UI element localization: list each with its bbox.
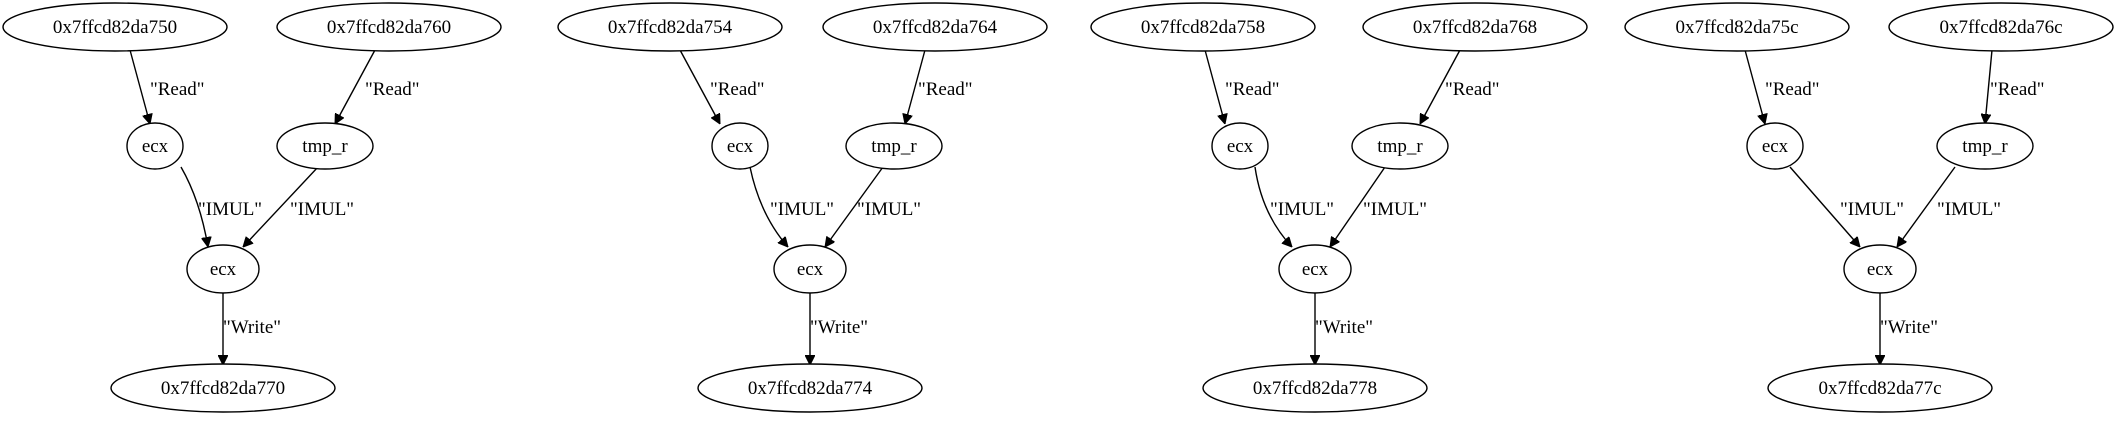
graph-3: "Read" "Read" "IMUL" "IMUL" "Write" 0x7f… bbox=[1090, 2, 1588, 413]
edge-label-read-2b: "Read" bbox=[918, 79, 973, 100]
node-reg-a: ecx bbox=[1211, 122, 1269, 170]
node-reg-out: ecx bbox=[186, 244, 260, 294]
svg-text:0x7ffcd82da750: 0x7ffcd82da750 bbox=[53, 17, 177, 38]
node-reg-a: ecx bbox=[1746, 122, 1804, 170]
node-src-a: 0x7ffcd82da758 bbox=[1090, 2, 1316, 52]
node-dst: 0x7ffcd82da77c bbox=[1767, 363, 1993, 413]
svg-text:0x7ffcd82da764: 0x7ffcd82da764 bbox=[873, 17, 998, 38]
svg-text:0x7ffcd82da754: 0x7ffcd82da754 bbox=[608, 17, 733, 38]
svg-text:0x7ffcd82da75c: 0x7ffcd82da75c bbox=[1675, 17, 1798, 38]
edge-imul-2a bbox=[749, 166, 788, 247]
edge-read-4b bbox=[1985, 49, 1993, 124]
svg-text:ecx: ecx bbox=[210, 259, 237, 280]
svg-text:0x7ffcd82da770: 0x7ffcd82da770 bbox=[161, 378, 285, 399]
node-dst: 0x7ffcd82da778 bbox=[1202, 363, 1428, 413]
edge-imul-1a bbox=[180, 166, 208, 247]
edge-read-4a bbox=[1744, 49, 1765, 124]
node-dst: 0x7ffcd82da770 bbox=[110, 363, 336, 413]
edge-label-write-1: "Write" bbox=[223, 317, 281, 338]
edge-label-imul-1b: "IMUL" bbox=[290, 199, 354, 220]
edge-label-read-4a: "Read" bbox=[1765, 79, 1820, 100]
node-reg-a: ecx bbox=[126, 122, 184, 170]
node-reg-out: ecx bbox=[1843, 244, 1917, 294]
edge-label-read-2a: "Read" bbox=[710, 79, 765, 100]
edge-label-read-1a: "Read" bbox=[150, 79, 205, 100]
edge-read-3a bbox=[1204, 49, 1225, 124]
node-reg-b: tmp_r bbox=[1936, 122, 2034, 170]
svg-text:ecx: ecx bbox=[142, 136, 169, 157]
svg-text:0x7ffcd82da774: 0x7ffcd82da774 bbox=[748, 378, 873, 399]
node-src-b: 0x7ffcd82da768 bbox=[1362, 2, 1588, 52]
node-src-a: 0x7ffcd82da750 bbox=[2, 2, 228, 52]
edge-label-imul-1a: "IMUL" bbox=[198, 199, 262, 220]
edge-read-3b bbox=[1419, 49, 1461, 124]
svg-text:ecx: ecx bbox=[797, 259, 824, 280]
graph-4: "Read" "Read" "IMUL" "IMUL" "Write" 0x7f… bbox=[1624, 2, 2114, 413]
edge-label-imul-2b: "IMUL" bbox=[857, 199, 921, 220]
node-dst: 0x7ffcd82da774 bbox=[697, 363, 923, 413]
edge-read-1a bbox=[129, 49, 150, 124]
edge-read-2b bbox=[905, 49, 926, 124]
svg-text:0x7ffcd82da778: 0x7ffcd82da778 bbox=[1253, 378, 1377, 399]
edge-label-read-4b: "Read" bbox=[1990, 79, 2045, 100]
node-reg-a: ecx bbox=[711, 122, 769, 170]
svg-text:ecx: ecx bbox=[727, 136, 754, 157]
node-reg-out: ecx bbox=[1278, 244, 1352, 294]
edge-label-read-1b: "Read" bbox=[365, 79, 420, 100]
svg-text:tmp_r: tmp_r bbox=[1962, 136, 2008, 157]
graph-1: "Read" "Read" "IMUL" "IMUL" "Write" 0x7f… bbox=[2, 2, 502, 413]
edge-read-2a bbox=[679, 49, 721, 124]
svg-text:0x7ffcd82da758: 0x7ffcd82da758 bbox=[1141, 17, 1265, 38]
edge-label-imul-2a: "IMUL" bbox=[770, 199, 834, 220]
svg-text:0x7ffcd82da768: 0x7ffcd82da768 bbox=[1413, 17, 1537, 38]
node-src-b: 0x7ffcd82da764 bbox=[822, 2, 1048, 52]
edge-label-read-3b: "Read" bbox=[1445, 79, 1500, 100]
svg-text:0x7ffcd82da76c: 0x7ffcd82da76c bbox=[1939, 17, 2062, 38]
node-src-a: 0x7ffcd82da754 bbox=[557, 2, 783, 52]
edge-label-read-3a: "Read" bbox=[1225, 79, 1280, 100]
node-reg-out: ecx bbox=[773, 244, 847, 294]
svg-text:tmp_r: tmp_r bbox=[302, 136, 348, 157]
node-src-b: 0x7ffcd82da760 bbox=[276, 2, 502, 52]
node-src-a: 0x7ffcd82da75c bbox=[1624, 2, 1850, 52]
edge-read-1b bbox=[334, 49, 376, 124]
svg-text:ecx: ecx bbox=[1762, 136, 1789, 157]
edge-imul-1b bbox=[243, 166, 319, 247]
edge-label-imul-3a: "IMUL" bbox=[1270, 199, 1334, 220]
svg-text:0x7ffcd82da77c: 0x7ffcd82da77c bbox=[1818, 378, 1941, 399]
edge-label-write-4: "Write" bbox=[1880, 317, 1938, 338]
edge-imul-2b bbox=[825, 166, 884, 247]
graph-2: "Read" "Read" "IMUL" "IMUL" "Write" 0x7f… bbox=[557, 2, 1048, 413]
node-src-b: 0x7ffcd82da76c bbox=[1888, 2, 2114, 52]
edge-label-write-2: "Write" bbox=[810, 317, 868, 338]
node-reg-b: tmp_r bbox=[1351, 122, 1449, 170]
edge-imul-3a bbox=[1254, 166, 1292, 247]
node-reg-b: tmp_r bbox=[276, 122, 374, 170]
svg-text:ecx: ecx bbox=[1302, 259, 1329, 280]
edge-imul-4a bbox=[1789, 166, 1860, 247]
edge-label-write-3: "Write" bbox=[1315, 317, 1373, 338]
svg-text:0x7ffcd82da760: 0x7ffcd82da760 bbox=[327, 17, 451, 38]
svg-text:tmp_r: tmp_r bbox=[1377, 136, 1423, 157]
edge-label-imul-3b: "IMUL" bbox=[1363, 199, 1427, 220]
node-reg-b: tmp_r bbox=[845, 122, 943, 170]
svg-text:ecx: ecx bbox=[1227, 136, 1254, 157]
svg-text:tmp_r: tmp_r bbox=[871, 136, 917, 157]
svg-text:ecx: ecx bbox=[1867, 259, 1894, 280]
edge-label-imul-4b: "IMUL" bbox=[1937, 199, 2001, 220]
edge-imul-4b bbox=[1897, 166, 1956, 247]
edge-label-imul-4a: "IMUL" bbox=[1840, 199, 1904, 220]
edge-imul-3b bbox=[1330, 166, 1386, 247]
